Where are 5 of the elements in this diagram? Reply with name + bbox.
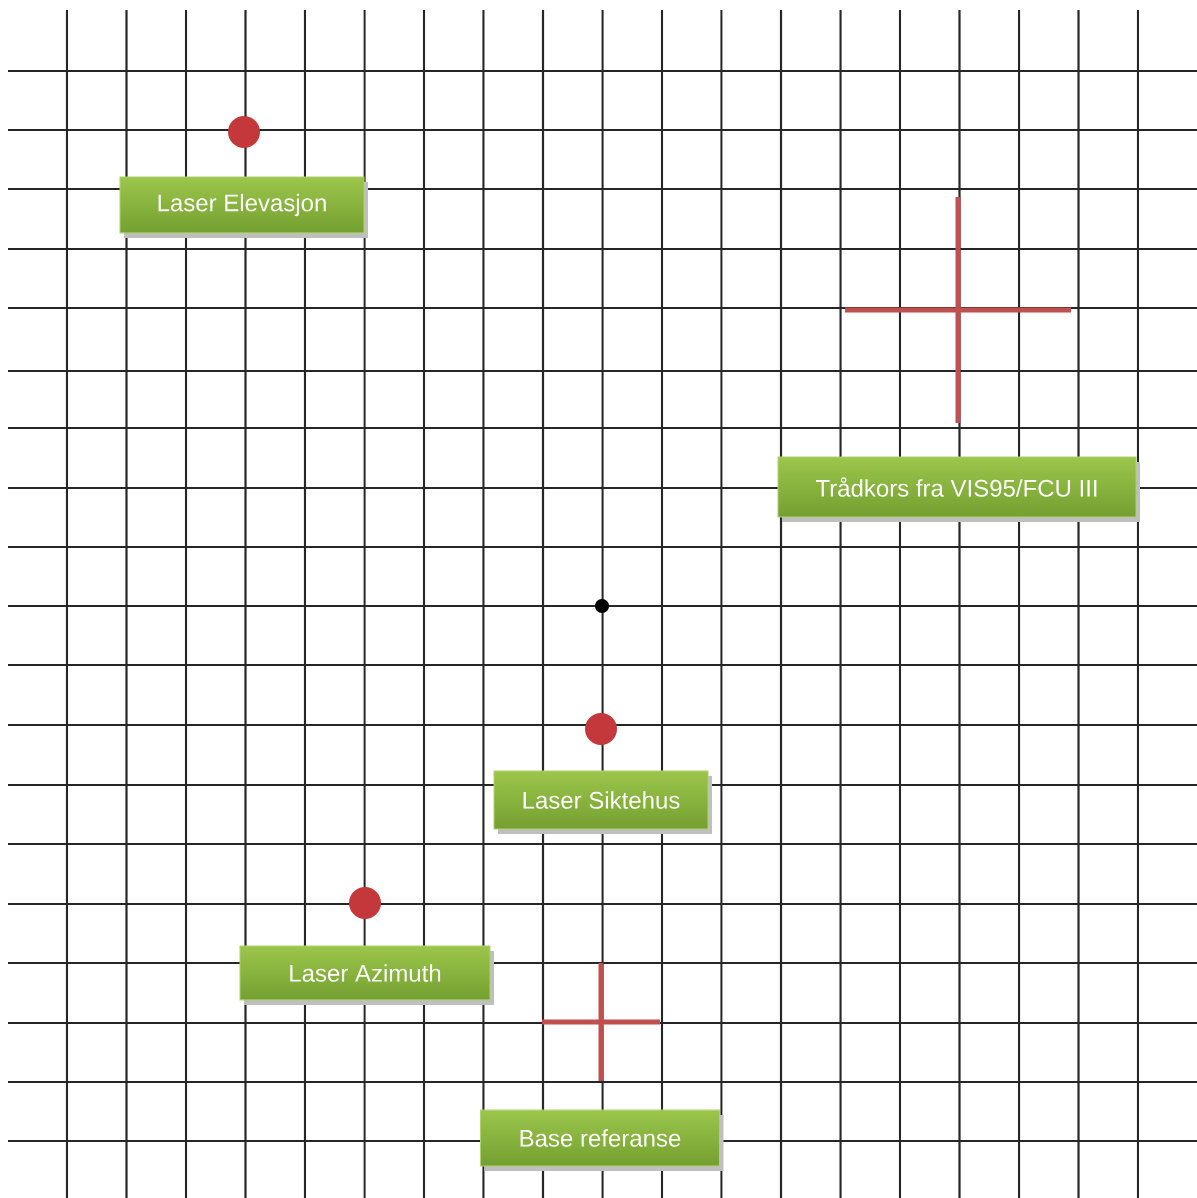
label-box: Base referanse <box>480 1109 720 1167</box>
label-box: Laser Siktehus <box>493 770 709 830</box>
label-box: Trådkors fra VIS95/FCU III <box>777 456 1137 518</box>
label-box: Laser Elevasjon <box>119 176 365 234</box>
label-box: Laser Azimuth <box>239 945 491 1001</box>
